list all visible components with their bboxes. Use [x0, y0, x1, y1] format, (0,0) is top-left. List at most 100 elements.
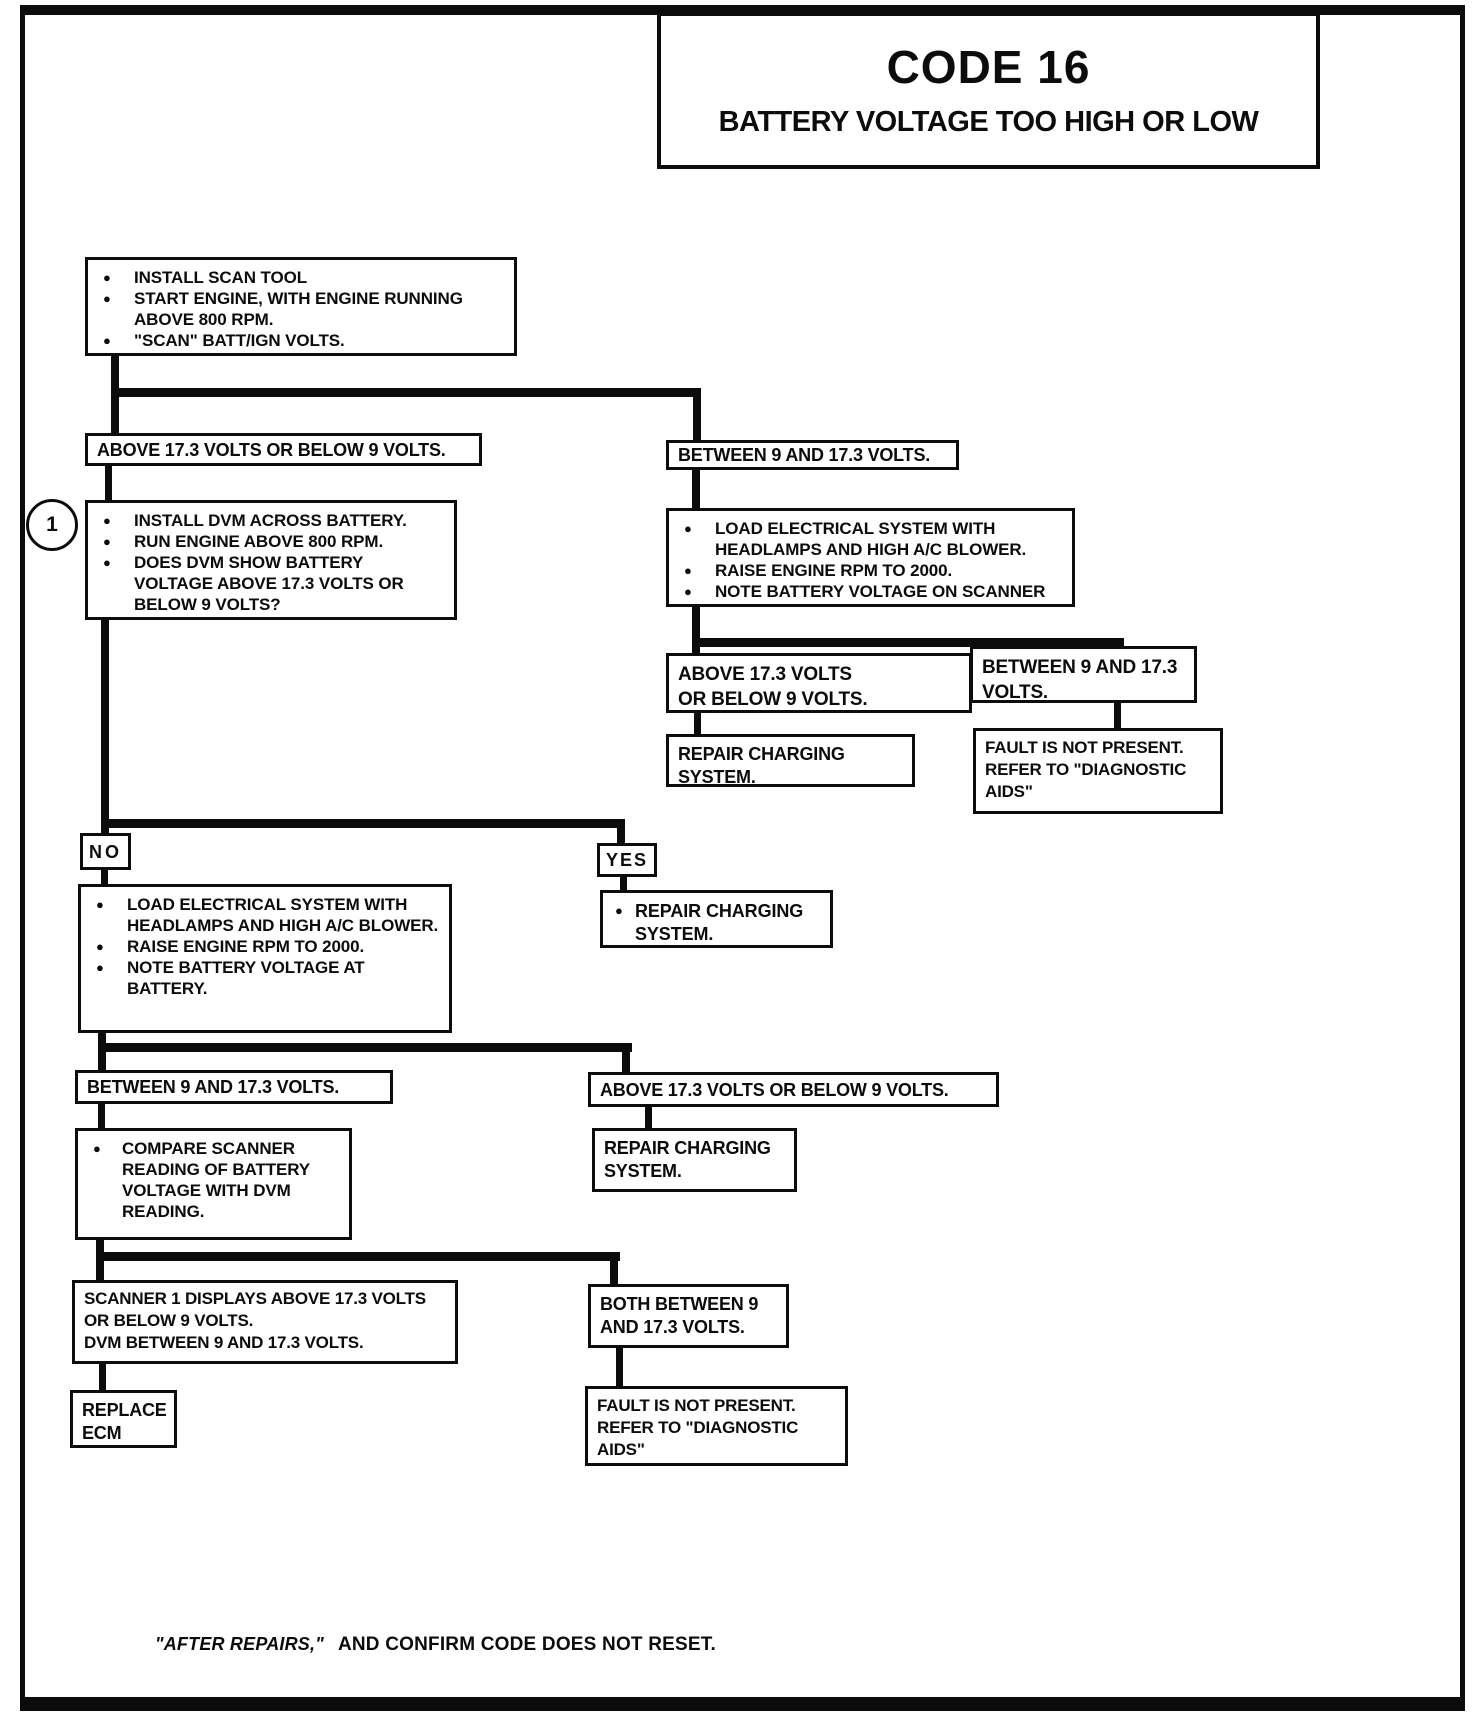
action-text: REPAIR CHARGING	[678, 744, 845, 764]
bullet-icon: ●	[93, 1141, 101, 1156]
node-fault-not-present-bottom: FAULT IS NOT PRESENT. REFER TO "DIAGNOST…	[585, 1386, 848, 1466]
label-text: YES	[605, 850, 649, 870]
connector-line	[96, 1238, 104, 1260]
page-border	[20, 5, 1465, 1711]
step-text: START ENGINE, WITH ENGINE RUNNING ABOVE …	[134, 289, 463, 329]
label-text: ABOVE 17.3 VOLTS	[678, 664, 852, 685]
step-text: "SCAN" BATT/IGN VOLTS.	[134, 331, 345, 350]
step-text: DOES DVM SHOW BATTERY VOLTAGE ABOVE 17.3…	[134, 553, 404, 614]
step-text: INSTALL SCAN TOOL	[134, 268, 308, 287]
label-scanner-between: BETWEEN 9 AND 17.3 VOLTS.	[970, 646, 1197, 703]
node-repair-charging-right: REPAIR CHARGING SYSTEM.	[666, 734, 915, 787]
bullet-icon: ●	[684, 584, 692, 599]
label-text: BETWEEN 9 AND 17.3	[982, 657, 1178, 678]
connector-line	[98, 1031, 106, 1052]
step-text: RAISE ENGINE RPM TO 2000.	[715, 561, 953, 580]
connector-line	[98, 1102, 105, 1130]
action-text: FAULT IS NOT PRESENT.	[985, 738, 1184, 757]
label-text: BOTH BETWEEN 9	[600, 1294, 759, 1314]
label-scanner-mismatch: SCANNER 1 DISPLAYS ABOVE 17.3 VOLTS OR B…	[72, 1280, 458, 1364]
connector-line	[692, 468, 700, 510]
label-text: NO	[89, 841, 122, 862]
connector-line	[111, 388, 701, 397]
connector-line	[101, 819, 625, 828]
footer-quoted-text: "AFTER REPAIRS,"	[155, 1634, 324, 1654]
action-text: ECM	[82, 1423, 122, 1443]
node-load-battery: ● LOAD ELECTRICAL SYSTEM WITH HEADLAMPS A…	[78, 884, 452, 1033]
step-text: RUN ENGINE ABOVE 800 RPM.	[134, 532, 384, 551]
bullet-icon: ●	[96, 939, 104, 954]
step-marker-1: 1	[26, 499, 78, 551]
node-dvm-check: ● INSTALL DVM ACROSS BATTERY. ● RUN ENGINE…	[85, 500, 457, 620]
page-subtitle: BATTERY VOLTAGE TOO HIGH OR LOW	[718, 106, 1259, 138]
action-text: FAULT IS NOT PRESENT.	[597, 1396, 796, 1415]
action-text: REPAIR CHARGING SYSTEM.	[635, 901, 804, 944]
connector-line	[101, 868, 108, 886]
step-text: LOAD ELECTRICAL SYSTEM WITH HEADLAMPS AN…	[127, 895, 439, 935]
bullet-icon: ●	[103, 534, 111, 549]
connector-line	[99, 1362, 106, 1392]
bullet-icon: ●	[103, 513, 111, 528]
label-text: ABOVE 17.3 VOLTS OR BELOW 9 VOLTS.	[97, 439, 446, 460]
label-scan-between: BETWEEN 9 AND 17.3 VOLTS.	[666, 440, 959, 470]
label-text: ABOVE 17.3 VOLTS OR BELOW 9 VOLTS.	[600, 1079, 949, 1100]
label-text: BETWEEN 9 AND 17.3 VOLTS.	[87, 1077, 340, 1097]
label-text: DVM BETWEEN 9 AND 17.3 VOLTS.	[84, 1333, 364, 1352]
connector-line	[610, 1259, 618, 1286]
connector-line	[105, 464, 112, 502]
label-scanner-above-or-below: ABOVE 17.3 VOLTS OR BELOW 9 VOLTS.	[666, 653, 972, 713]
node-replace-ecm: REPLACE ECM	[70, 1390, 177, 1448]
label-both-between: BOTH BETWEEN 9 AND 17.3 VOLTS.	[588, 1284, 789, 1348]
connector-line	[96, 1252, 620, 1261]
bullet-icon: ●	[103, 270, 111, 285]
label-text: OR BELOW 9 VOLTS.	[84, 1311, 254, 1330]
connector-line	[620, 875, 627, 892]
connector-line	[694, 711, 701, 736]
label-text: AND 17.3 VOLTS.	[600, 1317, 745, 1337]
bullet-icon: ●	[103, 555, 111, 570]
label-text: OR BELOW 9 VOLTS.	[678, 689, 868, 710]
bullet-icon: ●	[96, 960, 104, 975]
bullet-icon: ●	[615, 903, 623, 918]
bullet-icon: ●	[96, 897, 104, 912]
footer-text: AND CONFIRM CODE DOES NOT RESET.	[337, 1634, 716, 1655]
step-marker-number: 1	[46, 513, 58, 536]
connector-line	[101, 617, 109, 835]
step-text: NOTE BATTERY VOLTAGE ON SCANNER	[715, 582, 1046, 601]
title-box: CODE 16 BATTERY VOLTAGE TOO HIGH OR LOW	[657, 12, 1320, 169]
step-text: LOAD ELECTRICAL SYSTEM WITH HEADLAMPS AN…	[715, 519, 1027, 559]
connector-line	[1114, 701, 1121, 730]
step-text: NOTE BATTERY VOLTAGE AT BATTERY.	[127, 958, 365, 998]
connector-line	[98, 1050, 106, 1072]
connector-line	[693, 392, 701, 442]
action-text: REFER TO "DIAGNOSTIC	[597, 1418, 799, 1437]
connector-line	[98, 1043, 632, 1052]
label-scan-above-or-below: ABOVE 17.3 VOLTS OR BELOW 9 VOLTS.	[85, 433, 482, 466]
bullet-icon: ●	[684, 521, 692, 536]
action-text: SYSTEM.	[678, 767, 756, 787]
action-text: REPLACE	[82, 1400, 167, 1420]
label-dvm-above-or-below: ABOVE 17.3 VOLTS OR BELOW 9 VOLTS.	[588, 1072, 999, 1107]
label-yes: YES	[597, 843, 657, 877]
action-text: REFER TO "DIAGNOSTIC	[985, 760, 1187, 779]
step-text: RAISE ENGINE RPM TO 2000.	[127, 937, 365, 956]
connector-line	[617, 826, 625, 846]
connector-line	[692, 638, 1124, 647]
label-no: NO	[80, 833, 131, 870]
node-compare-readings: ● COMPARE SCANNER READING OF BATTERY VOLT…	[75, 1128, 352, 1240]
step-text: INSTALL DVM ACROSS BATTERY.	[134, 511, 407, 530]
node-load-scanner: ● LOAD ELECTRICAL SYSTEM WITH HEADLAMPS A…	[666, 508, 1075, 607]
step-text: COMPARE SCANNER READING OF BATTERY VOLTA…	[122, 1139, 310, 1221]
node-start: ●INSTALL SCAN TOOL ●START ENGINE, WITH E…	[85, 257, 517, 356]
connector-line	[692, 605, 700, 655]
connector-line	[96, 1259, 104, 1282]
action-text: AIDS"	[597, 1440, 645, 1459]
page-title: CODE 16	[886, 41, 1091, 93]
connector-line	[645, 1105, 652, 1130]
footer-note: "AFTER REPAIRS," AND CONFIRM CODE DOES NO…	[155, 1634, 716, 1656]
bullet-icon: ●	[684, 563, 692, 578]
label-text: VOLTS.	[982, 682, 1049, 703]
node-fault-not-present-right: FAULT IS NOT PRESENT. REFER TO "DIAGNOST…	[973, 728, 1223, 814]
action-text: REPAIR CHARGING	[604, 1138, 771, 1158]
